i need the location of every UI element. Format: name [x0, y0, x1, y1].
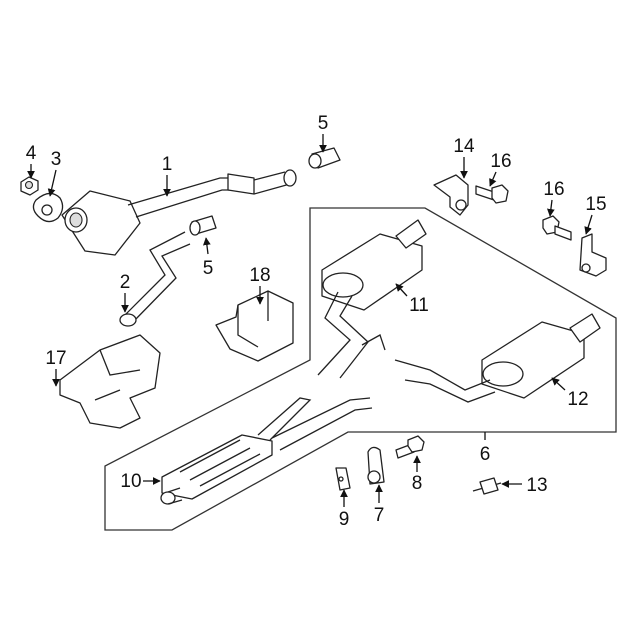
callout-label-5-upper: 5 — [318, 113, 329, 134]
callout-label-16-upper: 16 — [490, 151, 511, 172]
callout-17: 17 — [45, 348, 67, 387]
part-13-isolator[interactable] — [472, 477, 502, 495]
callout-label-18: 18 — [249, 265, 270, 286]
callout-1: 1 — [162, 154, 173, 197]
callout-label-10: 10 — [120, 471, 141, 492]
part-5-clamp-lower[interactable] — [189, 215, 217, 236]
callout-label-5-lower: 5 — [203, 258, 214, 279]
callout-18: 18 — [249, 265, 271, 305]
callout-15: 15 — [584, 194, 607, 235]
part-2-intermediate-pipe[interactable] — [119, 231, 191, 327]
callout-3: 3 — [47, 149, 62, 197]
callout-label-17: 17 — [45, 348, 66, 369]
callout-label-2: 2 — [120, 272, 131, 293]
callout-14: 14 — [453, 136, 475, 179]
callout-16-upper: 16 — [489, 151, 512, 187]
callout-label-7: 7 — [374, 505, 385, 526]
callout-6: 6 — [480, 432, 491, 465]
part-14-bracket[interactable] — [433, 174, 469, 216]
part-3-gasket[interactable] — [32, 192, 64, 223]
callout-label-3: 3 — [51, 149, 62, 170]
callout-label-16-lower: 16 — [543, 179, 564, 200]
part-18-heat-shield[interactable] — [215, 290, 294, 362]
callout-label-6: 6 — [480, 444, 491, 465]
muffler-assembly-group-outline — [104, 207, 617, 531]
part-15-bracket[interactable] — [579, 233, 607, 277]
part-7-hanger[interactable] — [367, 446, 385, 485]
callout-label-9: 9 — [339, 509, 350, 530]
part-16-bolt-upper[interactable] — [475, 184, 509, 204]
callout-4: 4 — [26, 143, 37, 179]
part-8-bolt[interactable] — [395, 435, 425, 459]
callout-label-14: 14 — [453, 136, 475, 157]
callout-2: 2 — [120, 272, 131, 313]
callout-12: 12 — [551, 377, 589, 410]
part-17-heat-shield[interactable] — [59, 334, 161, 429]
callout-label-8: 8 — [412, 473, 423, 494]
part-1-converter-pipe[interactable] — [61, 169, 297, 256]
part-4-nut[interactable] — [20, 176, 39, 196]
callout-16-lower: 16 — [543, 179, 565, 217]
callout-label-13: 13 — [526, 475, 547, 496]
callout-label-15: 15 — [585, 194, 606, 215]
callout-11: 11 — [395, 283, 429, 316]
callout-8: 8 — [412, 455, 423, 494]
callout-13: 13 — [501, 475, 548, 496]
part-12-rear-muffler-right[interactable] — [394, 313, 601, 403]
part-10-center-muffler[interactable] — [160, 397, 373, 505]
callout-9: 9 — [339, 489, 350, 530]
callout-5-upper: 5 — [318, 113, 329, 153]
part-5-clamp-upper[interactable] — [308, 147, 341, 169]
part-11-rear-muffler-left[interactable] — [317, 219, 427, 379]
callout-label-11: 11 — [409, 295, 429, 316]
callout-5-lower: 5 — [203, 237, 214, 279]
callout-label-1: 1 — [162, 154, 173, 175]
part-9-plate[interactable] — [335, 467, 351, 491]
part-16-bolt-lower[interactable] — [542, 215, 572, 241]
callout-label-4: 4 — [26, 143, 37, 164]
callout-label-12: 12 — [567, 389, 588, 410]
callout-10: 10 — [120, 471, 161, 492]
callout-7: 7 — [374, 484, 385, 526]
